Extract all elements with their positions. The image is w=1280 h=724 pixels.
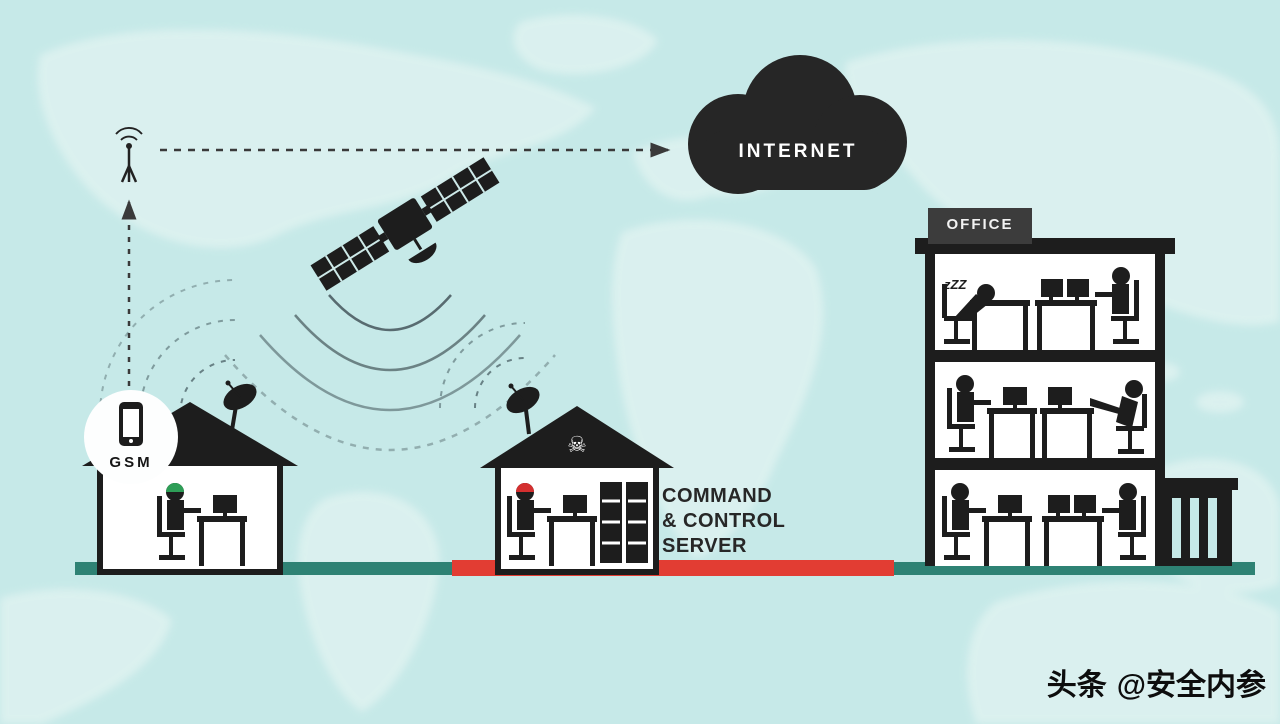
- watermark: 头条 @安全内参: [980, 660, 1266, 704]
- cnc-label-line-2: & CONTROL: [662, 510, 786, 532]
- cnc-house: ☠: [480, 383, 674, 575]
- satellite-signal-arcs: [224, 294, 556, 452]
- cnc-label-line-1: COMMAND: [662, 485, 773, 507]
- cnc-label-line-3: SERVER: [662, 535, 747, 557]
- cnc-dish-signal-arcs: [439, 322, 526, 409]
- office-sign: [928, 208, 1032, 244]
- office-building: [915, 208, 1238, 566]
- internet-label: INTERNET: [738, 141, 858, 162]
- cnc-server-label: COMMAND & CONTROL SERVER: [662, 484, 785, 559]
- satellite-dish-icon: [506, 383, 540, 435]
- satellite-dish-icon: [223, 380, 257, 431]
- gsm-label: GSM: [109, 454, 153, 471]
- sleep-zzz-label: zZZ: [944, 277, 967, 292]
- watermark-handle: @安全内参: [1116, 669, 1266, 702]
- antenna-icon: [115, 127, 143, 183]
- attacker-dish-signal-arcs: [99, 279, 236, 416]
- entrance-porch: [1156, 478, 1238, 566]
- satellite-icon: [310, 157, 500, 291]
- mobile-phone-icon: [119, 402, 143, 446]
- watermark-brand: 头条: [1046, 669, 1107, 702]
- skull-icon: ☠: [567, 433, 587, 458]
- red-cap-icon: [516, 483, 534, 492]
- green-cap-icon: [166, 483, 184, 492]
- gsm-badge: [84, 390, 178, 484]
- office-sign-label: OFFICE: [946, 216, 1014, 233]
- cloud-icon: [688, 55, 907, 194]
